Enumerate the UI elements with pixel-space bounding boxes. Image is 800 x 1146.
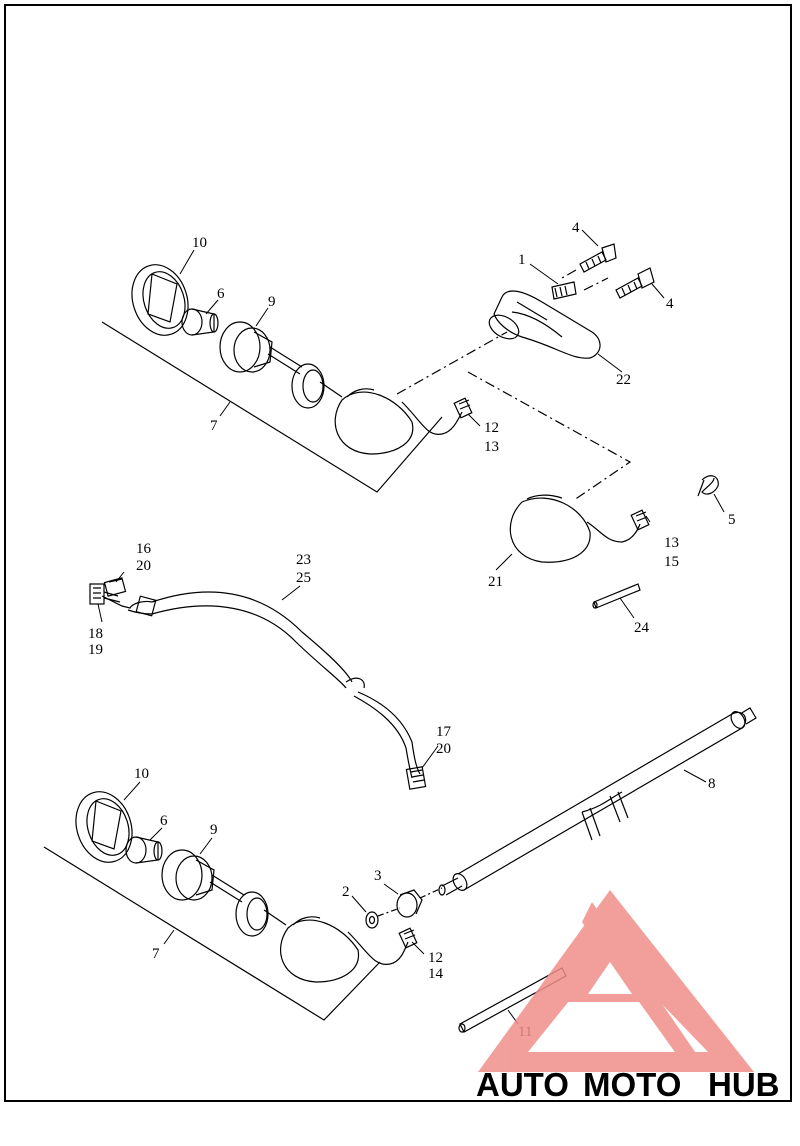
callout-labels: 10 6 9 7 12 13 1 4 4 22 5 13 15 21 24 16… [88, 220, 736, 1040]
callout-13-upper: 13 [484, 439, 499, 455]
connector-17-20 [405, 766, 427, 790]
callout-24: 24 [634, 620, 650, 636]
callout-9-upper: 9 [268, 294, 276, 310]
callout-17: 17 [436, 724, 452, 740]
callout-2: 2 [342, 884, 350, 900]
screw-4-right [615, 267, 655, 299]
callout-5: 5 [728, 512, 736, 528]
callout-20-upper: 20 [136, 558, 151, 574]
nut-3 [396, 889, 423, 918]
callout-23: 23 [296, 552, 311, 568]
callout-1: 1 [518, 252, 526, 268]
callout-8: 8 [708, 776, 716, 792]
connector-18-19 [89, 583, 121, 605]
bulb-6-lower [125, 836, 163, 864]
callout-12-lower: 12 [428, 950, 443, 966]
upper-lamp-assembly [101, 264, 473, 493]
screw-1 [551, 281, 577, 300]
diagram-frame: 10 6 9 7 12 13 1 4 4 22 5 13 15 21 24 16… [4, 4, 792, 1103]
callout-13-right: 13 [664, 535, 679, 551]
grommet-upper [291, 363, 343, 409]
leader-lines [97, 229, 725, 1025]
alignment-lines-lower [377, 887, 443, 917]
callout-12-upper: 12 [484, 420, 499, 436]
wire-21 [586, 521, 641, 543]
watermark-logo: AUTO MOTO HUB [476, 890, 780, 1103]
callout-10-upper: 10 [192, 235, 207, 251]
washer-2 [365, 911, 379, 929]
connector-13-15 [630, 509, 650, 531]
lower-lamp-assembly [43, 791, 418, 1021]
assembly-bracket-lower [43, 846, 381, 1021]
lamp-21 [509, 494, 650, 563]
callout-6-lower: 6 [160, 813, 168, 829]
alignment-lines [396, 269, 632, 501]
callout-16: 16 [136, 541, 152, 557]
wire-upper [401, 401, 463, 435]
callout-4-right: 4 [666, 296, 674, 312]
lens-cap-10-lower [75, 791, 133, 863]
grommet-lower [235, 891, 287, 937]
connector-16-20 [103, 577, 127, 597]
connector-12-13 [453, 397, 473, 419]
callout-6-upper: 6 [217, 286, 225, 302]
callout-18: 18 [88, 626, 103, 642]
callout-7-upper: 7 [210, 418, 218, 434]
callout-3: 3 [374, 868, 382, 884]
watermark-auto: AUTO [476, 1066, 569, 1103]
pin-24 [592, 583, 641, 609]
callout-9-lower: 9 [210, 822, 218, 838]
watermark-moto: MOTO [583, 1066, 681, 1103]
callout-20-lower: 20 [436, 741, 451, 757]
callout-22: 22 [616, 372, 631, 388]
lamp-housing-upper [334, 388, 414, 455]
callout-25: 25 [296, 570, 311, 586]
connector-12-14 [398, 927, 418, 949]
callout-15: 15 [664, 554, 679, 570]
socket-9 [219, 321, 303, 375]
callout-21: 21 [488, 574, 503, 590]
bulb-6 [181, 308, 219, 336]
wire-lower [347, 931, 409, 965]
logo-triangle-icon [478, 890, 754, 1072]
socket-9-lower [161, 849, 245, 903]
lamp-housing-lower [279, 916, 360, 983]
callout-7-lower: 7 [152, 946, 160, 962]
tube-8 [438, 707, 757, 896]
harness-23-25 [101, 591, 421, 779]
mount-bracket-22 [488, 290, 601, 359]
screw-4-top [579, 243, 617, 273]
assembly-bracket-upper [101, 321, 443, 493]
lens-cap-10 [131, 264, 189, 336]
clip-5 [697, 475, 719, 497]
watermark-hub: HUB [708, 1066, 780, 1103]
callout-14: 14 [428, 966, 444, 982]
callout-4-top: 4 [572, 220, 580, 236]
parts-diagram: 10 6 9 7 12 13 1 4 4 22 5 13 15 21 24 16… [43, 220, 780, 1103]
callout-10-lower: 10 [134, 766, 149, 782]
callout-19: 19 [88, 642, 103, 658]
